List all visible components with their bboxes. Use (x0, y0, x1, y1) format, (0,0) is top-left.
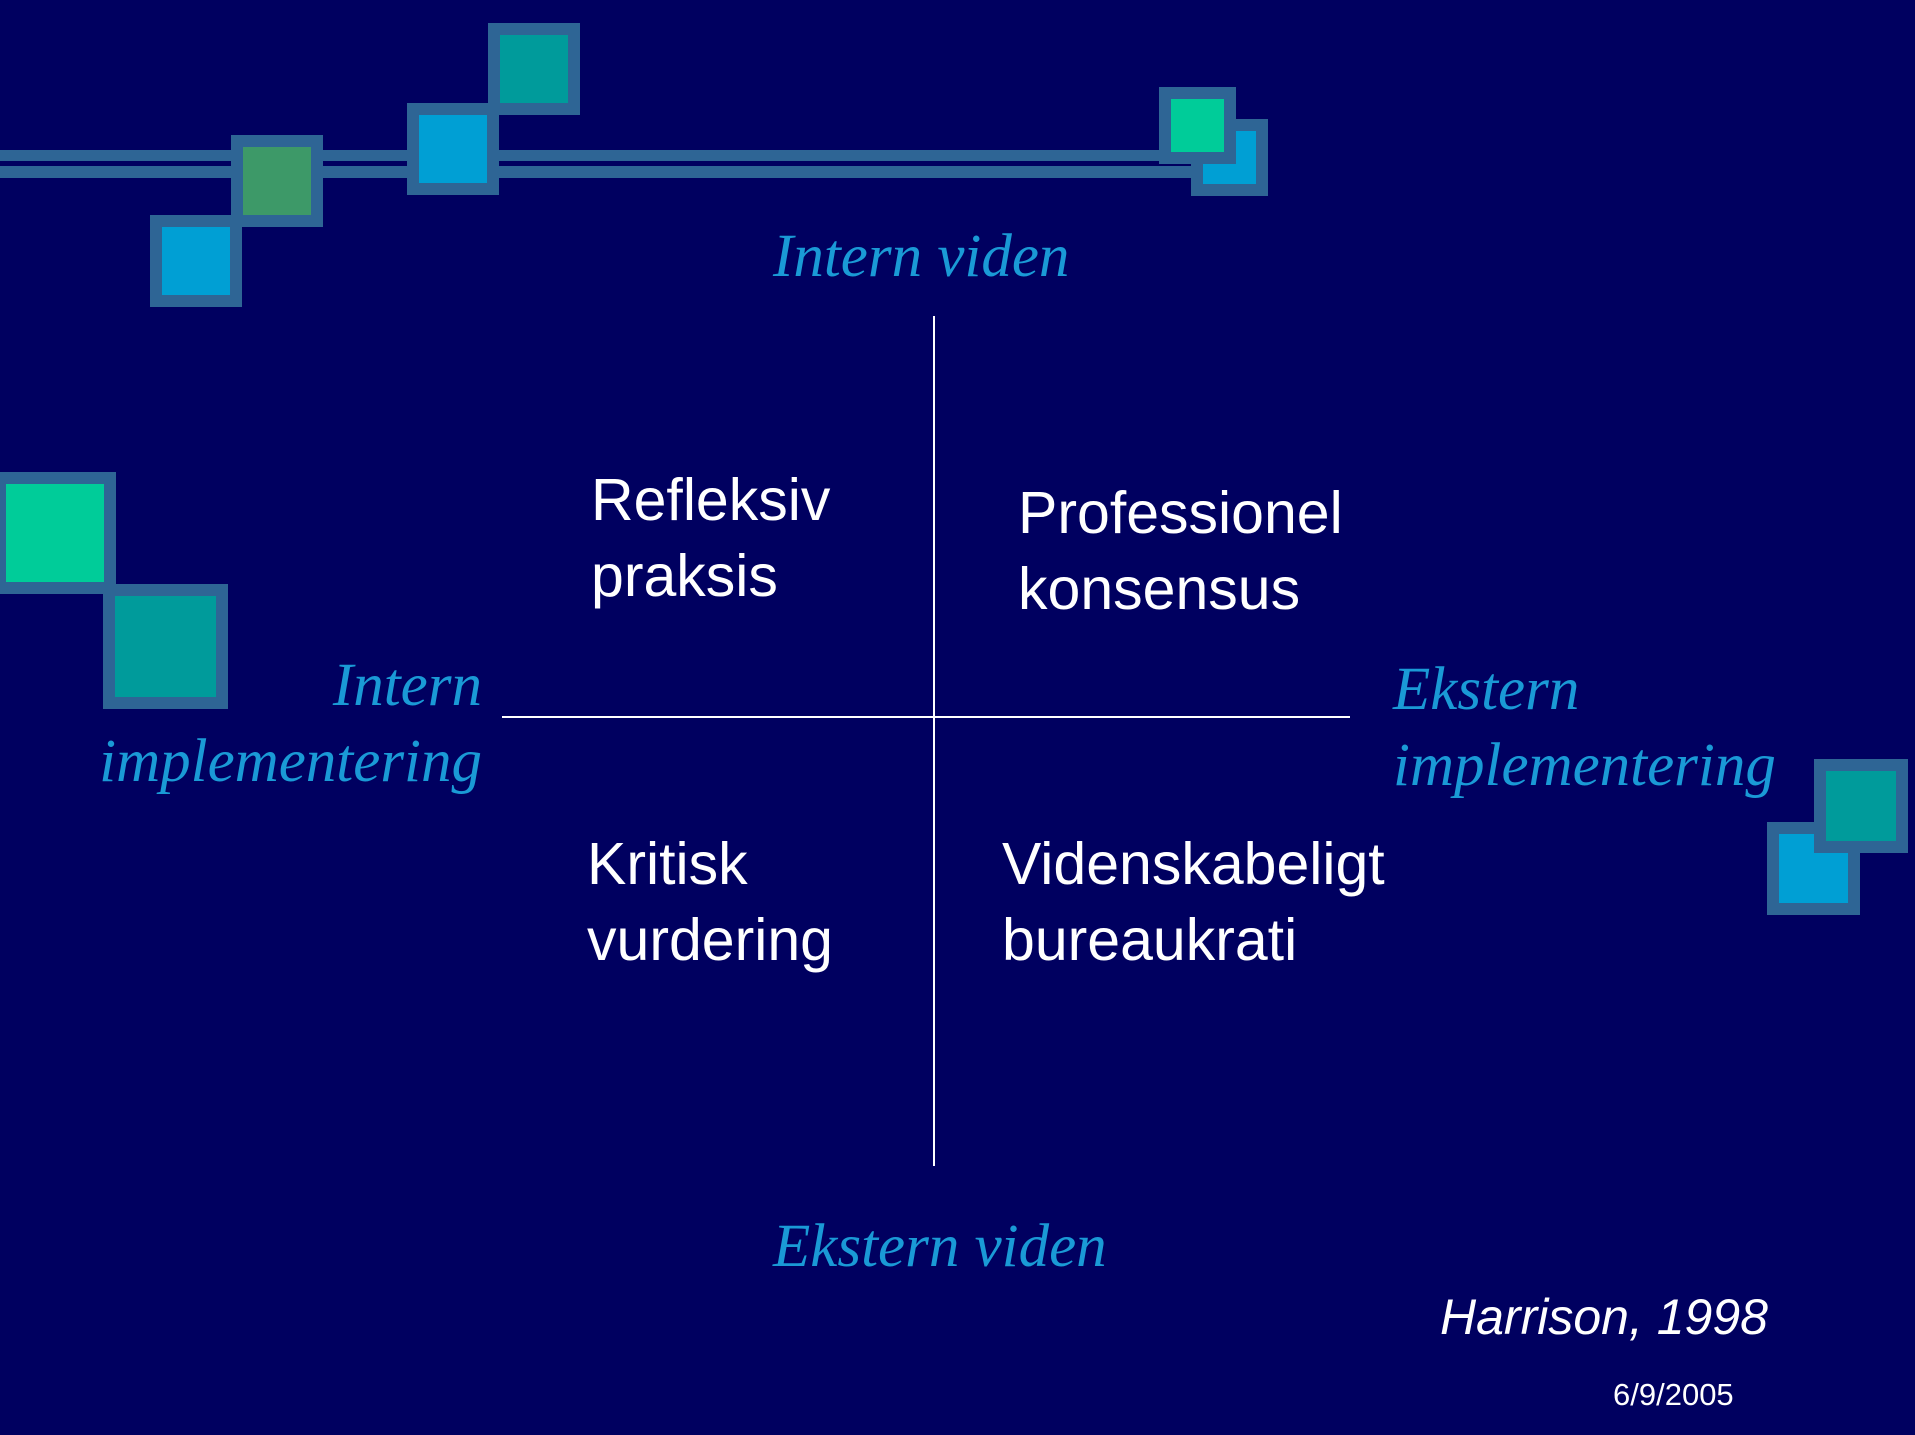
left-square-cluster (0, 472, 228, 709)
citation: Harrison, 1998 (1440, 1289, 1768, 1345)
quadrant-bottom-left-line2: vurdering (587, 907, 833, 973)
quadrant-top-left-line2: praksis (591, 543, 778, 609)
quadrant-bottom-left: Kritisk vurdering (587, 826, 833, 978)
quadrant-bottom-right-line1: Videnskabeligt (1002, 831, 1385, 897)
quadrant-bottom-left-line1: Kritisk (587, 831, 748, 897)
quadrant-bottom-right-line2: bureaukrati (1002, 907, 1298, 973)
quadrant-top-right: Professionel konsensus (1018, 475, 1343, 627)
axis-top-label: Intern viden (773, 223, 1070, 290)
horizontal-axis-line (502, 716, 1350, 718)
quadrant-top-left: Refleksiv praksis (591, 462, 830, 614)
quadrant-top-right-line2: konsensus (1018, 556, 1301, 622)
axis-bottom-label: Ekstern viden (773, 1213, 1107, 1280)
top-square-cluster (150, 23, 580, 307)
axis-left-label-line1: Intern (332, 652, 482, 719)
axis-right-label: Ekstern implementering (1393, 652, 1776, 804)
axis-right-label-line2: implementering (1393, 732, 1776, 799)
axis-left-label: Intern implementering (40, 648, 482, 800)
top-decorative-line (0, 150, 1200, 178)
quadrant-top-right-line1: Professionel (1018, 480, 1343, 546)
axis-left-label-line2: implementering (99, 728, 482, 795)
quadrant-top-left-line1: Refleksiv (591, 467, 831, 533)
top-right-square-cluster (1159, 87, 1268, 196)
vertical-axis-line (933, 316, 935, 1166)
quadrant-bottom-right: Videnskabeligt bureaukrati (1002, 826, 1385, 978)
slide-date: 6/9/2005 (1613, 1377, 1734, 1412)
right-square-cluster (1767, 759, 1908, 915)
axis-right-label-line1: Ekstern (1393, 656, 1580, 723)
